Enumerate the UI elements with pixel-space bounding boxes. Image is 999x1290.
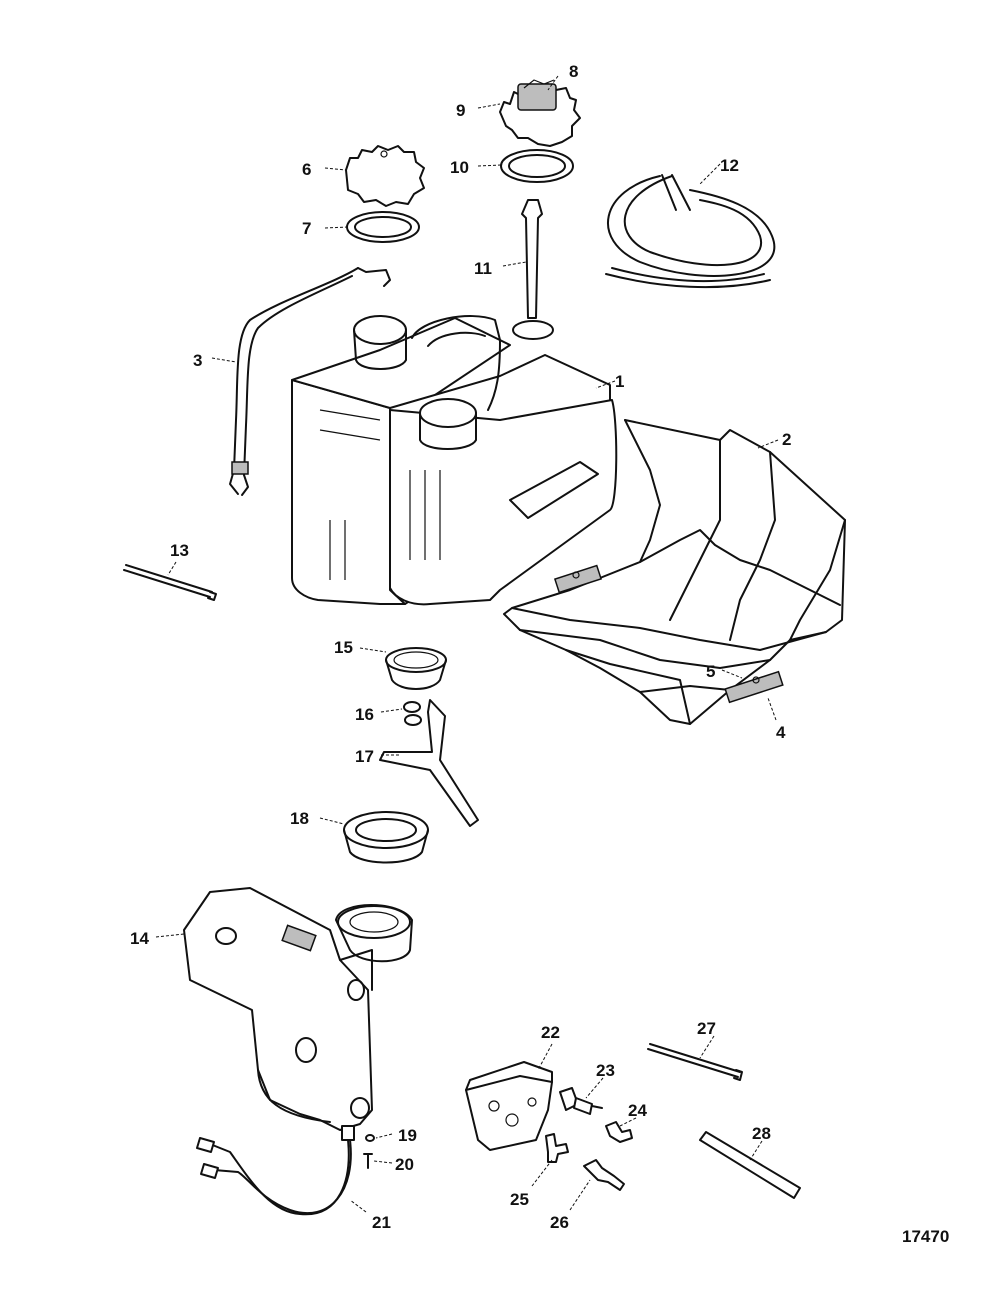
figure-number: 17470 [902, 1227, 949, 1246]
elbow-fitting-24 [605, 1121, 633, 1143]
callout-22: 22 [541, 1023, 560, 1042]
screw-20 [363, 1153, 373, 1169]
leader-lines [155, 75, 779, 1213]
bolt-27 [647, 1043, 743, 1081]
sensor-harness-21 [196, 1125, 355, 1216]
callout-6: 6 [302, 160, 311, 179]
callout-11: 11 [474, 259, 492, 278]
callout-19: 19 [398, 1126, 417, 1145]
oil-reservoir-14 [183, 887, 413, 1131]
callout-8: 8 [569, 62, 578, 81]
callout-7: 7 [302, 219, 311, 238]
bolt-13 [123, 564, 217, 601]
callout-24: 24 [628, 1101, 647, 1120]
oil-cap-with-sensor [499, 79, 581, 147]
tee-fitting-26 [583, 1159, 625, 1191]
tank-carrier-2 [503, 419, 846, 725]
washer-19 [365, 1134, 375, 1142]
callout-27: 27 [697, 1019, 716, 1038]
filler-neck-15 [385, 647, 447, 690]
callout-25: 25 [510, 1190, 529, 1209]
fill-cap-6 [345, 145, 425, 207]
callout-12: 12 [720, 156, 739, 175]
callout-16: 16 [355, 705, 374, 724]
switch-plate-22 [465, 1061, 553, 1151]
callout-2: 2 [782, 430, 791, 449]
tie-strap-3 [229, 267, 391, 496]
fitting-23 [559, 1087, 603, 1115]
callout-28: 28 [752, 1124, 771, 1143]
callout-26: 26 [550, 1213, 569, 1232]
callout-labels: 1 2 3 4 5 6 7 8 9 10 11 12 13 14 15 16 1… [130, 62, 949, 1246]
callout-15: 15 [334, 638, 353, 657]
callout-9: 9 [456, 101, 465, 120]
sleeve-28 [699, 1131, 801, 1199]
callout-13: 13 [170, 541, 189, 560]
callout-17: 17 [355, 747, 374, 766]
cap-gasket-10 [500, 149, 574, 183]
grommet-18 [343, 811, 429, 864]
callout-23: 23 [596, 1061, 615, 1080]
callout-18: 18 [290, 809, 309, 828]
callout-14: 14 [130, 929, 149, 948]
nuts-16 [403, 701, 422, 726]
bracket-17 [379, 699, 479, 827]
callout-4: 4 [776, 723, 786, 742]
callout-1: 1 [615, 372, 624, 391]
tee-fitting-25 [545, 1133, 569, 1163]
callout-5: 5 [706, 662, 715, 681]
callout-21: 21 [372, 1213, 391, 1232]
pickup-tube-11 [512, 199, 554, 340]
callout-10: 10 [450, 158, 469, 177]
callout-3: 3 [193, 351, 202, 370]
oil-tank-1 [291, 315, 618, 606]
callout-20: 20 [395, 1155, 414, 1174]
hose-coil-12 [605, 174, 776, 289]
